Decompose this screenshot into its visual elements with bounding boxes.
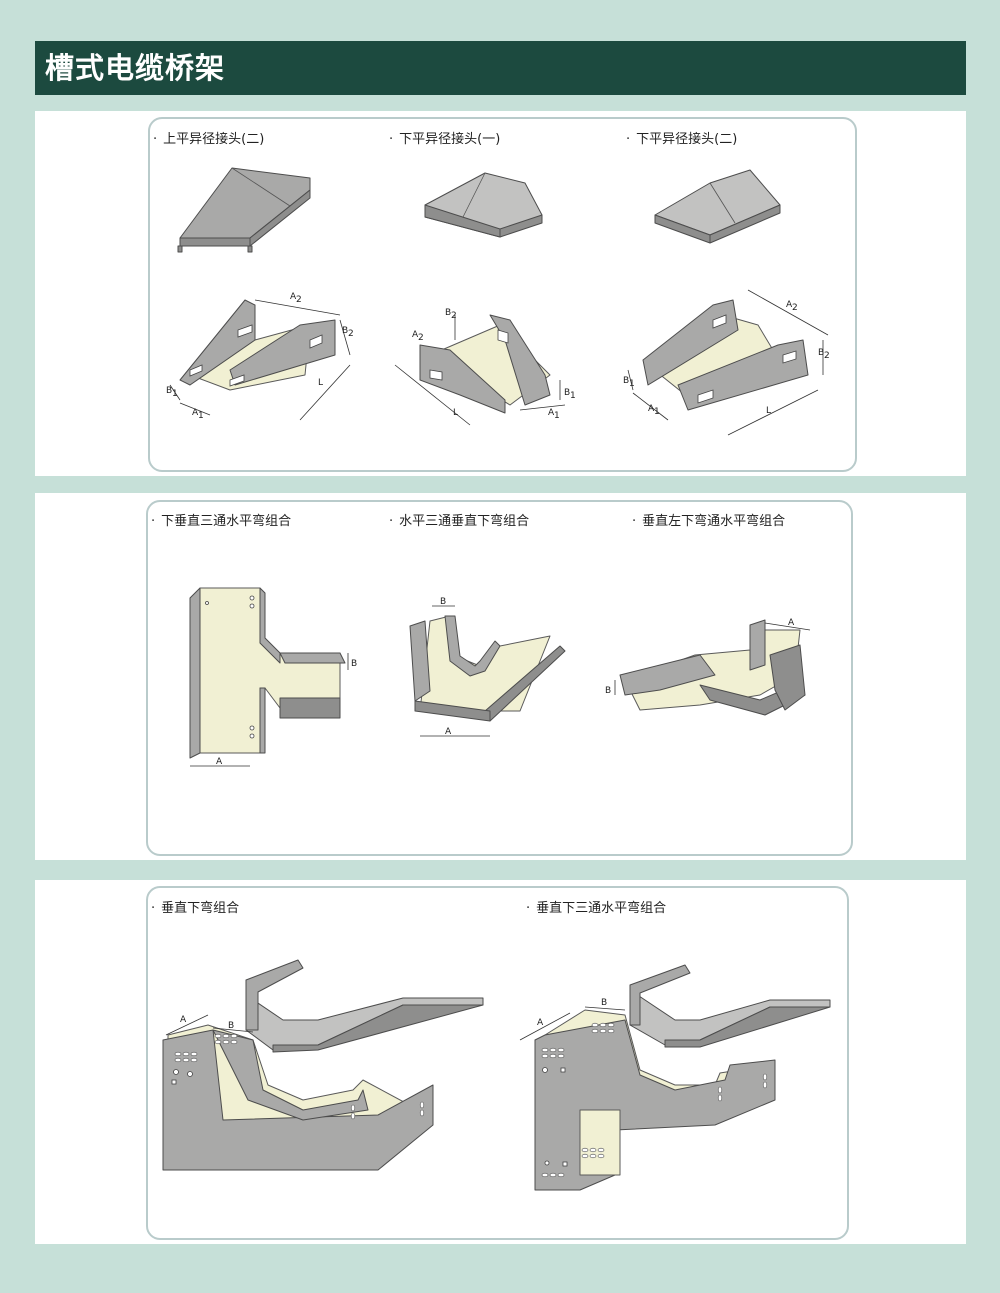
caption-2-3: ·垂直左下弯通水平弯组合	[632, 514, 786, 529]
svg-text:1: 1	[172, 389, 178, 399]
svg-text:B: B	[601, 998, 607, 1008]
svg-text:A: A	[648, 404, 655, 414]
svg-text:A: A	[537, 1018, 544, 1028]
svg-text:A: A	[548, 408, 555, 418]
caption-2-2: ·水平三通垂直下弯组合	[389, 514, 530, 529]
svg-text:A: A	[786, 300, 793, 310]
svg-text:B: B	[351, 659, 357, 669]
caption-3-1: ·垂直下弯组合	[151, 901, 240, 916]
svg-text:A: A	[192, 408, 199, 418]
svg-text:B: B	[228, 1021, 234, 1031]
caption-1-3: ·下平异径接头(二)	[626, 132, 738, 147]
svg-text:A: A	[412, 330, 419, 340]
svg-text:L: L	[766, 406, 771, 416]
svg-text:1: 1	[570, 391, 576, 401]
svg-text:2: 2	[418, 333, 424, 343]
section-3-card	[146, 886, 849, 1240]
caption-3-2: ·垂直下三通水平弯组合	[526, 901, 667, 916]
svg-text:2: 2	[792, 303, 798, 313]
caption-1-1: ·上平异径接头(二)	[153, 132, 265, 147]
svg-text:2: 2	[451, 311, 457, 321]
svg-text:1: 1	[198, 411, 204, 421]
svg-text:L: L	[453, 408, 458, 418]
reducer-illustration-1-3	[654, 169, 781, 244]
svg-text:A: A	[445, 727, 452, 737]
svg-text:A: A	[788, 618, 795, 628]
svg-text:1: 1	[654, 407, 660, 417]
page-title: 槽式电缆桥架	[45, 51, 226, 85]
svg-text:B: B	[623, 376, 629, 386]
svg-text:A: A	[180, 1015, 187, 1025]
svg-text:B: B	[818, 348, 824, 358]
vertical-tee-bend-illustration-3-2: A B	[519, 964, 831, 1191]
svg-text:2: 2	[824, 351, 830, 361]
svg-text:B: B	[605, 686, 611, 696]
page-header: 槽式电缆桥架	[35, 41, 966, 95]
vertical-bend-illustration-3-1: A B	[162, 959, 484, 1171]
svg-text:A: A	[216, 757, 223, 767]
svg-text:B: B	[445, 308, 451, 318]
svg-text:B: B	[342, 326, 348, 336]
svg-text:A: A	[290, 292, 297, 302]
caption-2-1: ·下垂直三通水平弯组合	[151, 514, 292, 529]
svg-text:B: B	[440, 597, 446, 607]
corner-bend-illustration-2-3: A B	[605, 618, 811, 716]
svg-text:2: 2	[348, 329, 354, 339]
caption-1-2: ·下平异径接头(一)	[389, 132, 501, 147]
svg-text:2: 2	[296, 295, 302, 305]
svg-text:B: B	[564, 388, 570, 398]
svg-text:1: 1	[629, 379, 635, 389]
svg-text:L: L	[318, 378, 323, 388]
tee-bend-illustration-2-2: B A	[409, 597, 566, 737]
svg-text:1: 1	[554, 411, 560, 421]
tee-bend-illustration-2-1: A B	[189, 587, 357, 767]
reducer-illustration-1-2	[424, 172, 543, 238]
svg-text:B: B	[166, 386, 172, 396]
reducer-illustration-1-1	[177, 167, 311, 253]
